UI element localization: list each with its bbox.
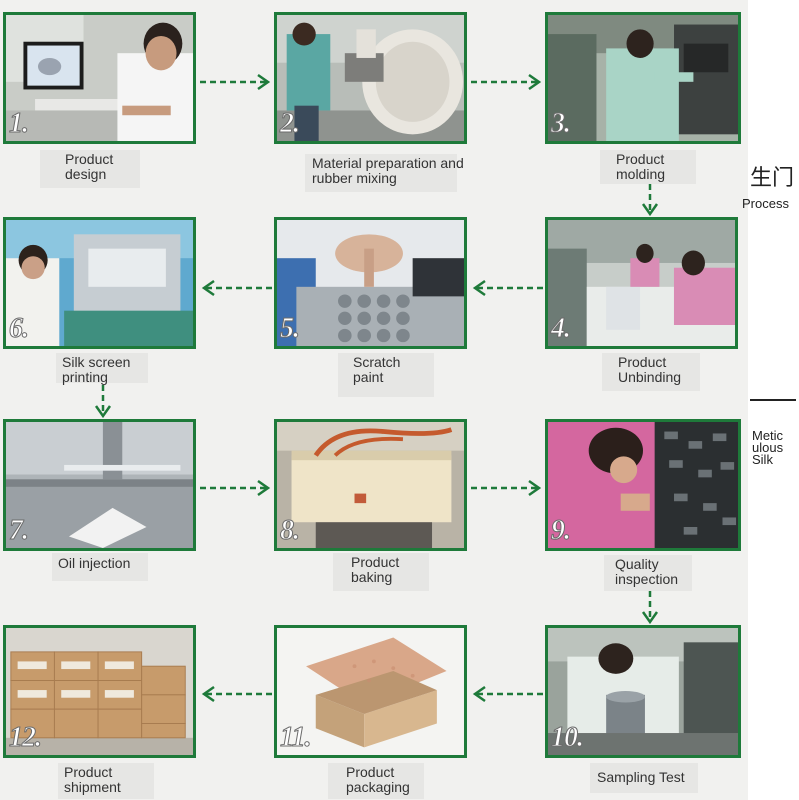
step-11-number: 11. [279, 722, 312, 754]
dashed-arrow-icon [471, 479, 542, 497]
step-9-label-line-2: inspection [615, 571, 679, 587]
dashed-arrow-icon [201, 685, 272, 703]
step-3-number: 3. [551, 108, 572, 140]
dashed-arrow-icon [641, 184, 659, 217]
step-10-label-line-1: Sampling Test [597, 769, 685, 785]
side-meticulous-3: Silk [752, 452, 773, 467]
step-4-label-line-1: Product [618, 354, 667, 370]
side-glyph: 生门 [750, 166, 795, 191]
dashed-arrow-icon [200, 479, 271, 497]
step-6-label-line-2: printing [62, 369, 108, 385]
step-4-photo: 4. [545, 217, 738, 349]
molding-press-image [548, 15, 738, 141]
step-4-label: Product Unbinding [602, 353, 700, 391]
dashed-arrow-icon [641, 591, 659, 625]
step-3-photo: 3. [545, 12, 741, 144]
step-8-number: 8. [280, 515, 301, 547]
step-6-label-line-1: Silk screen [62, 354, 131, 370]
side-divider [750, 399, 796, 401]
step-12-label: Product shipment [58, 763, 154, 799]
step-1-label: Product design [40, 150, 140, 188]
step-6-label: Silk screen printing [56, 353, 148, 385]
stacked-cartons-image [6, 628, 193, 755]
step-4-number: 4. [551, 313, 572, 345]
dashed-arrow-icon [472, 685, 543, 703]
baking-oven-image [277, 422, 464, 548]
step-5-photo: 5. [274, 217, 467, 349]
step-11-label: Product packaging [328, 763, 424, 799]
spray-booth-image [6, 422, 193, 548]
side-process: Process [742, 196, 789, 211]
step-12-photo: 12. [3, 625, 196, 758]
step-8-label-line-2: baking [351, 569, 393, 585]
step-5-label: Scratch paint [338, 353, 434, 397]
dashed-arrow-icon [472, 279, 543, 297]
step-2-photo: 2. [274, 12, 467, 144]
step-1-label-line-2: design [65, 166, 107, 182]
step-9-label-line-1: Quality [615, 556, 659, 572]
step-3-label-line-2: molding [616, 166, 666, 182]
side-panel: 生门 Process Metic ulous Silk [742, 0, 799, 800]
step-3-label: Product molding [600, 150, 696, 184]
step-2-label-line-2: rubber mixing [312, 170, 397, 186]
step-10-number: 10. [551, 722, 585, 754]
step-7-label-line-1: Oil injection [58, 555, 131, 571]
step-12-label-line-2: shipment [64, 779, 121, 795]
step-2-label: Material preparation and rubber mixing [305, 154, 464, 192]
side-meticulous-2: ulous [752, 440, 784, 455]
step-7-number: 7. [9, 515, 30, 547]
side-meticulous-1: Metic [752, 428, 784, 443]
step-6-photo: 6. [3, 217, 196, 349]
step-12-number: 12. [9, 722, 43, 754]
step-8-photo: 8. [274, 419, 467, 551]
inspector-with-keypads-image [548, 422, 738, 548]
step-6-number: 6. [9, 313, 30, 345]
dashed-arrow-icon [471, 73, 542, 91]
step-11-label-line-1: Product [346, 764, 395, 780]
screen-printing-machine-image [6, 220, 193, 346]
step-12-label-line-1: Product [64, 764, 113, 780]
test-machine-image [548, 628, 738, 755]
step-9-photo: 9. [545, 419, 741, 551]
designer-at-computer-image [6, 15, 193, 141]
step-2-label-line-1: Material preparation and [312, 155, 464, 171]
step-1-label-line-1: Product [65, 151, 114, 167]
step-1-photo: 1. [3, 12, 196, 144]
step-11-photo: 11. [274, 625, 467, 758]
dashed-arrow-icon [200, 73, 271, 91]
step-9-number: 9. [551, 515, 572, 547]
step-7-label: Oil injection [52, 553, 148, 581]
step-10-label: Sampling Test [590, 763, 698, 793]
step-8-label: Product baking [333, 553, 429, 591]
step-5-label-line-2: paint [353, 369, 384, 385]
step-3-label-line-1: Product [616, 151, 665, 167]
step-5-number: 5. [280, 313, 301, 345]
step-2-number: 2. [280, 108, 301, 140]
step-7-photo: 7. [3, 419, 196, 551]
packaged-box-image [277, 628, 464, 755]
workers-at-tables-image [548, 220, 735, 346]
step-8-label-line-1: Product [351, 554, 400, 570]
step-10-photo: 10. [545, 625, 741, 758]
dashed-arrow-icon [201, 279, 272, 297]
step-5-label-line-1: Scratch [353, 354, 401, 370]
rubber-mixing-machine-image [277, 15, 464, 141]
step-9-label: Quality inspection [604, 555, 692, 591]
step-4-label-line-2: Unbinding [618, 369, 682, 385]
dashed-arrow-icon [94, 385, 112, 419]
step-1-number: 1. [9, 108, 30, 140]
rubber-keypad-image [277, 220, 464, 346]
step-11-label-line-2: packaging [346, 779, 410, 795]
